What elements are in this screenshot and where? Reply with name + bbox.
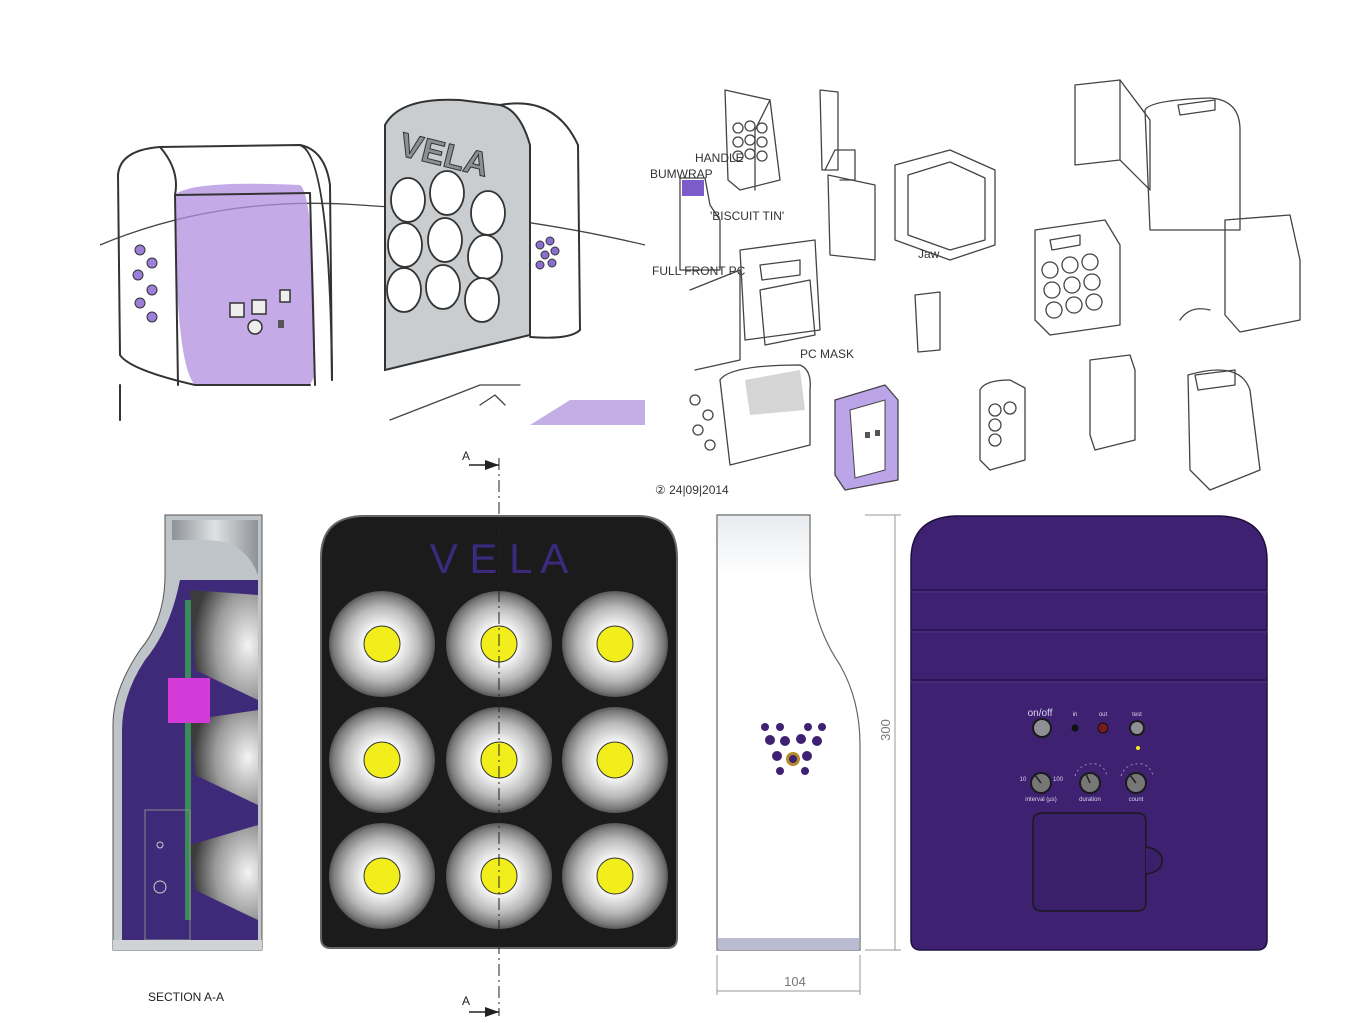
out-indicator <box>1097 722 1109 734</box>
power-label: on/off <box>1028 708 1053 719</box>
power-button[interactable] <box>1032 718 1052 738</box>
section-svg <box>112 514 263 951</box>
count-label: count <box>1129 797 1144 803</box>
interval-min: 10 <box>1020 777 1027 783</box>
out-label: out <box>1099 712 1108 718</box>
note-bumwrap: BUMWRAP <box>650 167 713 181</box>
dim-width: 104 <box>784 974 806 989</box>
led-reflector <box>562 591 668 697</box>
back-view-svg: on/off in out test 10 100 interval (µs) … <box>910 515 1268 951</box>
control-panel: on/off in out test 10 100 interval (µs) … <box>1020 708 1154 803</box>
sketch-profile: BUMWRAP HANDLE 'BISCUIT TIN' FULL FRONT … <box>650 151 784 278</box>
dim-height: 300 <box>878 719 893 741</box>
in-label: in <box>1073 712 1078 718</box>
note-jaw: Jaw <box>918 247 940 261</box>
note-full-front-pc: FULL FRONT PC <box>652 264 746 278</box>
sketch-left-concepts: VELA <box>99 85 646 425</box>
interval-label: interval (µs) <box>1025 797 1056 803</box>
section-marker-top: A <box>462 449 470 463</box>
side-view-svg: 300 104 <box>716 514 901 995</box>
test-label: test <box>1132 712 1142 718</box>
sketch-purple-mini <box>834 384 899 491</box>
sketch-left-svg: VELA <box>99 98 646 425</box>
sketch-unit-vela: VELA <box>384 98 581 372</box>
sketch-unit-purple <box>117 144 333 421</box>
access-hatch[interactable] <box>1032 812 1147 912</box>
sketch-shell: Jaw <box>894 149 996 261</box>
sketch-right-explorations: BUMWRAP HANDLE 'BISCUIT TIN' FULL FRONT … <box>650 70 1310 505</box>
section-magenta-part <box>168 678 210 723</box>
sketch-right-svg: BUMWRAP HANDLE 'BISCUIT TIN' FULL FRONT … <box>650 79 1301 497</box>
sketch-pc-mask: PC MASK <box>689 347 854 466</box>
sketch-date: ② 24|09|2014 <box>655 483 729 497</box>
note-biscuit: 'BISCUIT TIN' <box>710 209 784 223</box>
section-view <box>110 510 270 955</box>
sketch-box-holes <box>724 89 781 191</box>
note-pc-mask: PC MASK <box>800 347 854 361</box>
side-dot-pattern <box>761 723 826 775</box>
front-view-svg: V E L A A A <box>320 449 678 1017</box>
test-button[interactable] <box>1129 720 1145 736</box>
led-reflector <box>329 591 435 697</box>
section-marker-bottom: A <box>462 994 470 1008</box>
duration-label: duration <box>1079 797 1101 803</box>
in-connector <box>1071 724 1079 732</box>
section-caption: SECTION A-A <box>148 990 225 1004</box>
note-handle: HANDLE <box>695 151 744 165</box>
led-reflector <box>562 707 668 813</box>
test-led <box>1136 746 1140 750</box>
sketch-nine-holes <box>1034 219 1121 336</box>
led-reflector <box>562 823 668 929</box>
led-reflector <box>329 823 435 929</box>
interval-max: 100 <box>1053 777 1064 783</box>
led-reflector <box>329 707 435 813</box>
